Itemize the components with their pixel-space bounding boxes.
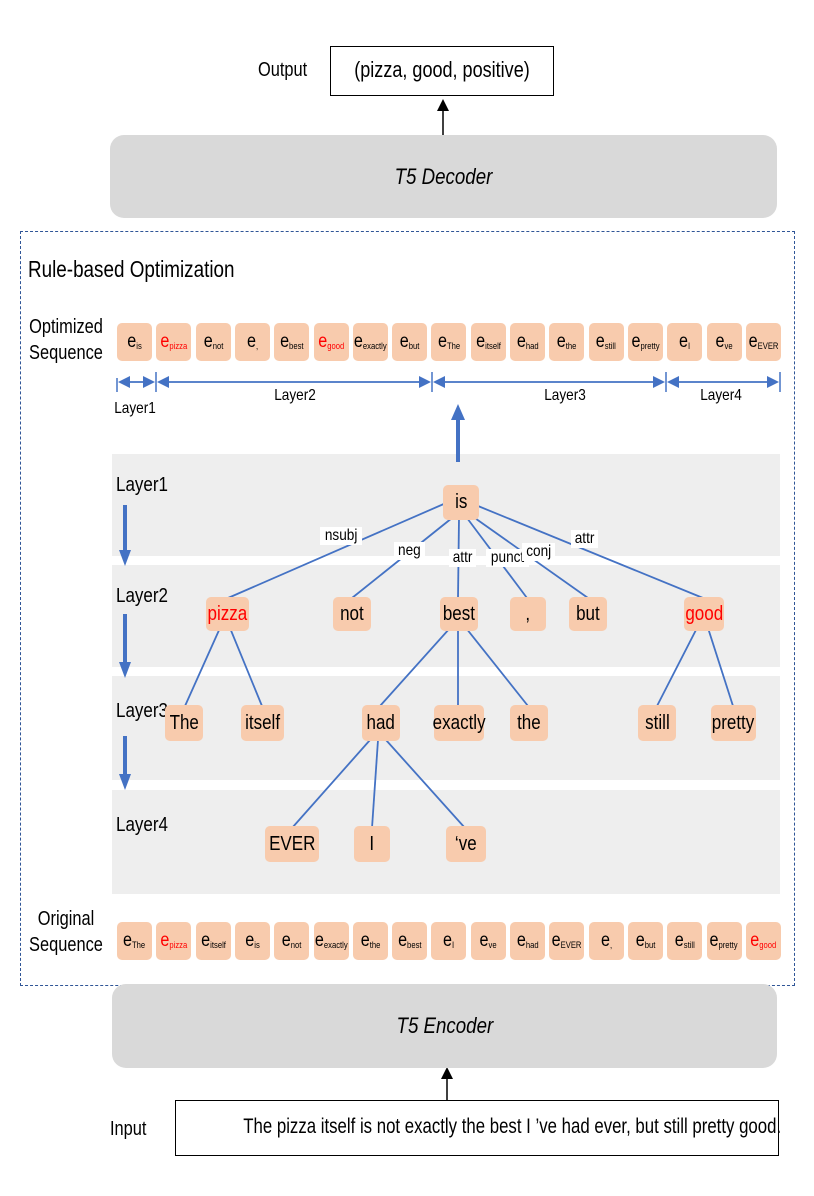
- optimized-label-line2: Sequence: [29, 342, 103, 364]
- node-is: is: [443, 485, 479, 520]
- original-token: enot: [274, 922, 310, 960]
- original-label-line2: Sequence: [29, 934, 103, 956]
- original-token: ethe: [352, 922, 388, 960]
- node-itself: itself: [241, 705, 284, 741]
- output-label: Output: [258, 59, 308, 81]
- node-pretty: pretty: [711, 705, 756, 741]
- decoder-label: T5 Decoder: [394, 164, 493, 189]
- original-token: eI: [431, 922, 467, 960]
- layer2-label: Layer2: [116, 585, 168, 607]
- node-the: the: [510, 705, 548, 741]
- t5-decoder: T5 Decoder: [110, 135, 777, 218]
- optimized-token: eve: [706, 323, 742, 361]
- tree-edges: [184, 502, 734, 829]
- original-token: eis: [234, 922, 270, 960]
- node-had: had: [362, 705, 400, 741]
- optimized-token: eI: [667, 323, 703, 361]
- node-exactly: exactly: [433, 705, 485, 741]
- relation-conj: conj: [522, 543, 556, 561]
- optimized-token: ehad: [510, 323, 545, 361]
- node-but: but: [569, 597, 607, 631]
- original-sequence-label: Original Sequence: [23, 906, 108, 958]
- node-EVER: EVER: [265, 826, 319, 862]
- segment-layer1: Layer1: [114, 400, 156, 417]
- optimized-token: e,: [234, 323, 270, 361]
- original-token: eve: [470, 922, 506, 960]
- output-box: (pizza, good, positive): [330, 46, 554, 96]
- optimized-token: epizza: [156, 323, 192, 361]
- optimized-token: ethe: [549, 323, 585, 361]
- original-token: epizza: [156, 922, 192, 960]
- segment-layer2: Layer2: [274, 387, 316, 404]
- segment-layer3: Layer3: [544, 387, 586, 404]
- optimized-token: eis: [117, 323, 152, 361]
- original-token: estill: [667, 922, 703, 960]
- original-token: ebut: [627, 922, 663, 960]
- layer3-label: Layer3: [116, 700, 168, 722]
- original-token: e,: [588, 922, 624, 960]
- node-I: I: [354, 826, 390, 862]
- t5-encoder: T5 Encoder: [112, 984, 777, 1068]
- optimized-token: eEVER: [745, 323, 781, 361]
- optimized-token: eexactly: [352, 323, 388, 361]
- original-token: eEVER: [549, 922, 585, 960]
- segment-arrows: [116, 372, 781, 392]
- original-token: ebest: [392, 922, 428, 960]
- relation-nsubj: nsubj: [320, 527, 363, 545]
- node-best: best: [440, 597, 478, 631]
- optimization-title: Rule-based Optimization: [28, 256, 235, 282]
- relation-neg: neg: [394, 542, 425, 560]
- optimized-token: epretty: [627, 323, 663, 361]
- original-token: eitself: [195, 922, 231, 960]
- node-good: good: [684, 597, 724, 631]
- original-token: epretty: [706, 922, 742, 960]
- optimized-sequence-label: Optimized Sequence: [23, 314, 108, 366]
- node-ve: ‘ve: [446, 826, 486, 862]
- original-token: eThe: [117, 922, 152, 960]
- node-The: The: [165, 705, 203, 741]
- input-box: The pizza itself is not exactly the best…: [175, 1100, 782, 1156]
- node-still: still: [638, 705, 676, 741]
- node-comma: ,: [510, 597, 546, 631]
- input-value: The pizza itself is not exactly the best…: [243, 1115, 782, 1138]
- original-token: eexactly: [313, 922, 349, 960]
- optimized-token: ebut: [392, 323, 428, 361]
- optimized-token: eitself: [470, 323, 506, 361]
- layer-down-arrows: [119, 505, 131, 790]
- layer4-label: Layer4: [116, 814, 168, 836]
- node-not: not: [333, 597, 371, 631]
- output-value: (pizza, good, positive): [354, 57, 530, 82]
- relation-attr-best: attr: [449, 549, 477, 567]
- optimized-token: eThe: [431, 323, 467, 361]
- original-token: ehad: [510, 922, 545, 960]
- optimized-token: enot: [195, 323, 231, 361]
- segment-layer4: Layer4: [700, 387, 742, 404]
- optimized-token: estill: [588, 323, 624, 361]
- optimized-label-line1: Optimized: [29, 316, 103, 338]
- node-pizza: pizza: [206, 597, 249, 631]
- layer1-label: Layer1: [116, 474, 168, 496]
- original-label-line1: Original: [37, 908, 95, 930]
- relation-punct: punct: [486, 549, 530, 567]
- original-token: egood: [745, 922, 781, 960]
- encoder-label: T5 Encoder: [396, 1013, 493, 1038]
- input-label: Input: [110, 1118, 147, 1140]
- relation-attr-good: attr: [571, 530, 599, 548]
- optimized-token: ebest: [274, 323, 310, 361]
- up-arrow-head: [451, 404, 465, 420]
- optimized-token: egood: [313, 323, 349, 361]
